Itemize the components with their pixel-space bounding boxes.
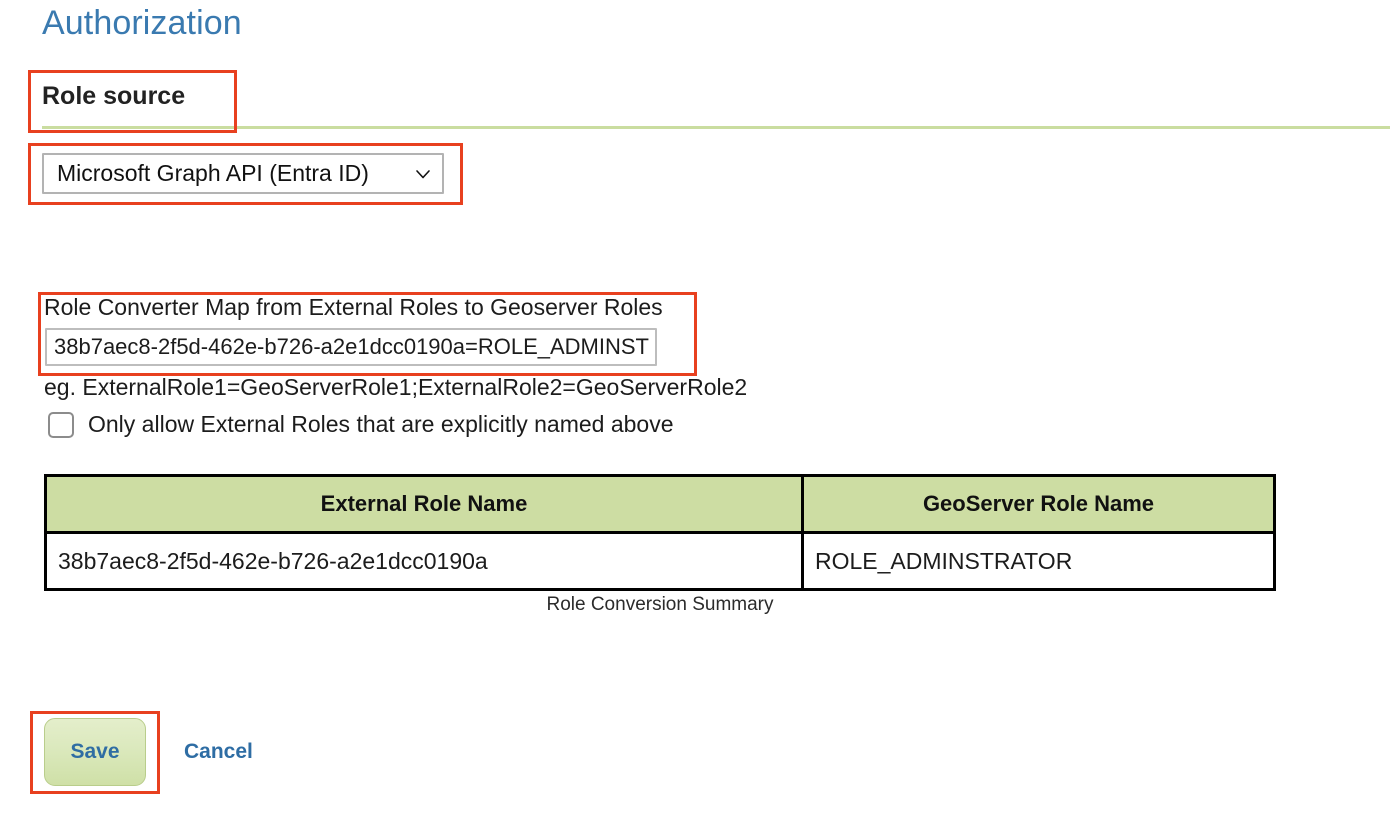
section-heading-role-source: Role source <box>42 82 186 110</box>
save-button[interactable]: Save <box>44 718 146 786</box>
section-divider <box>42 126 1390 129</box>
table-row: 38b7aec8-2f5d-462e-b726-a2e1dcc0190a ROL… <box>44 531 1276 591</box>
role-source-selected-value: Microsoft Graph API (Entra ID) <box>57 160 369 186</box>
explicit-roles-label: Only allow External Roles that are expli… <box>88 411 674 437</box>
column-header-geoserver-role-name: GeoServer Role Name <box>801 474 1276 534</box>
cancel-link[interactable]: Cancel <box>184 740 253 763</box>
table-caption: Role Conversion Summary <box>546 594 774 615</box>
table-header-row: External Role Name GeoServer Role Name <box>44 474 1276 534</box>
cell-geoserver-role-name: ROLE_ADMINSTRATOR <box>801 531 1276 591</box>
page-title: Authorization <box>42 4 242 42</box>
column-header-external-role-name: External Role Name <box>44 474 804 534</box>
role-conversion-table: External Role Name GeoServer Role Name 3… <box>44 474 1276 591</box>
role-converter-map-label: Role Converter Map from External Roles t… <box>44 294 663 320</box>
explicit-roles-checkbox[interactable] <box>48 411 74 438</box>
explicit-roles-row[interactable]: Only allow External Roles that are expli… <box>48 411 674 438</box>
cell-external-role-name: 38b7aec8-2f5d-462e-b726-a2e1dcc0190a <box>44 531 804 591</box>
role-source-dropdown[interactable]: Microsoft Graph API (Entra ID) <box>42 153 444 194</box>
chevron-down-icon <box>414 165 432 183</box>
role-converter-map-input[interactable] <box>45 328 657 366</box>
role-converter-map-hint: eg. ExternalRole1=GeoServerRole1;Externa… <box>44 374 748 400</box>
